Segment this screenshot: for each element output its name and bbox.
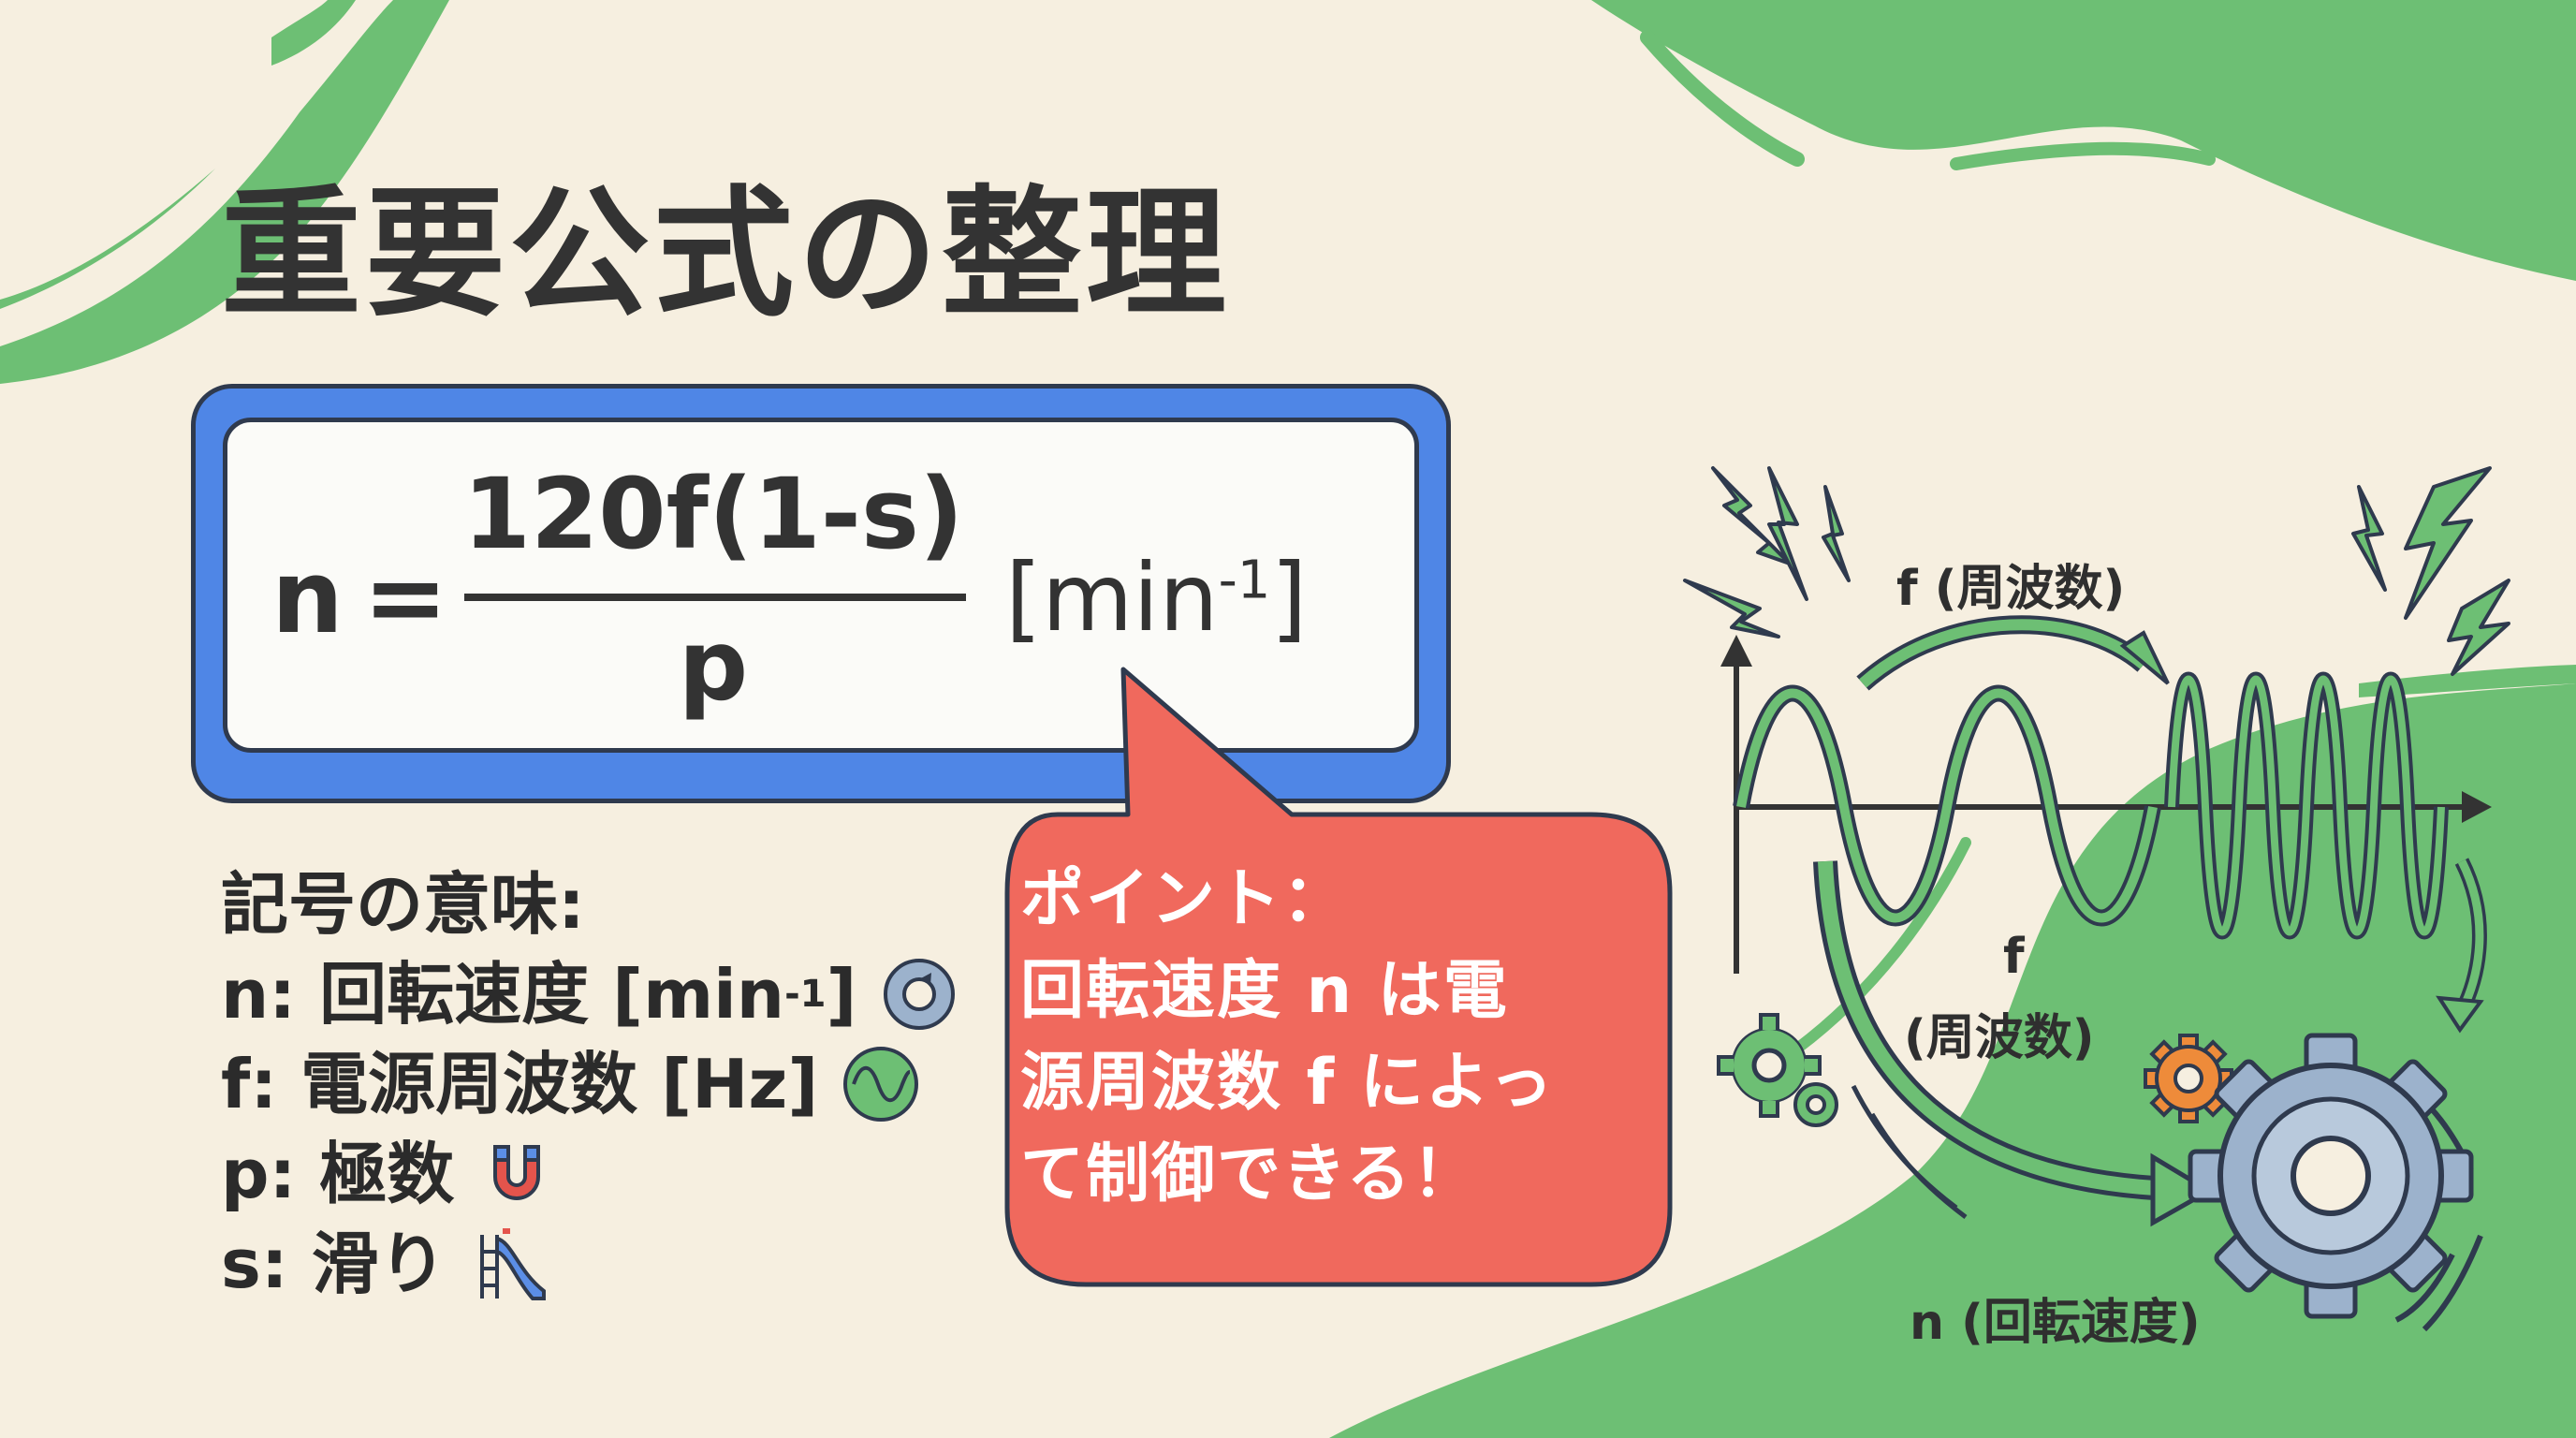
callout-line-4: て制御できる！	[1020, 1137, 1478, 1211]
callout-text: ポイント： 回転速度 n は電 源周波数 f によっ て制御できる！	[1020, 854, 1619, 1221]
unit-main: [min	[1005, 543, 1219, 653]
sine-wave-icon	[843, 1047, 919, 1122]
formula-denominator: p	[678, 609, 749, 723]
frequency-arrow	[1856, 615, 2170, 691]
formula-lhs: n	[271, 539, 344, 656]
legend-item-label: n: 回転速度 [min	[221, 955, 785, 1034]
small-gear-icon	[1793, 1082, 1838, 1127]
symbol-legend: 記号の意味: n: 回転速度 [min-1] f: 電源周波数 [Hz] p: …	[221, 859, 959, 1309]
lightning-icon	[1683, 466, 2510, 676]
legend-item-p: p: 極数	[221, 1129, 959, 1219]
magnet-icon	[493, 1145, 541, 1200]
speed-arrow	[1813, 860, 2214, 1227]
callout-line-2: 回転速度 n は電	[1020, 954, 1509, 1028]
formula-numerator: 120f(1-s)	[462, 457, 964, 571]
small-gear-icon	[1717, 1013, 1822, 1118]
speed-label: n (回転速度)	[1910, 1295, 2201, 1351]
formula-box	[223, 418, 1419, 753]
callout-line-1: ポイント：	[1020, 862, 1349, 936]
high-frequency-wave	[2164, 671, 2449, 940]
frequency-label-mid-2: (周波数)	[1904, 1010, 2095, 1066]
slide-icon	[479, 1228, 546, 1300]
legend-item-f: f: 電源周波数 [Hz]	[221, 1039, 959, 1129]
frequency-label-top: f (周波数)	[1896, 561, 2126, 617]
legend-heading: 記号の意味:	[221, 865, 585, 944]
large-gear-icon	[2188, 1033, 2474, 1319]
rotation-icon	[884, 959, 956, 1030]
callout-line-3: 源周波数 f によっ	[1020, 1046, 1555, 1120]
legend-heading-row: 記号の意味:	[221, 859, 959, 949]
legend-item-label: f: 電源周波数 [Hz]	[221, 1045, 819, 1123]
page-title: 重要公式の整理	[221, 173, 1231, 336]
frequency-label-mid: f	[2003, 929, 2025, 985]
formula-unit: [min-1]	[1005, 543, 1307, 653]
legend-item-n: n: 回転速度 [min-1]	[221, 949, 959, 1039]
orange-gear-icon	[2144, 1034, 2233, 1123]
unit-exponent: -1	[1218, 550, 1271, 611]
formula-equals: =	[363, 539, 448, 656]
legend-item-s: s: 滑り	[221, 1219, 959, 1309]
down-arrow	[2436, 858, 2487, 1034]
legend-item-after: ]	[826, 955, 857, 1034]
legend-item-sup: -1	[784, 973, 827, 1016]
fraction-bar	[464, 594, 966, 601]
legend-item-label: s: 滑り	[221, 1225, 446, 1303]
axes	[1720, 635, 2492, 974]
unit-close: ]	[1270, 543, 1308, 653]
legend-item-label: p: 極数	[221, 1135, 455, 1213]
